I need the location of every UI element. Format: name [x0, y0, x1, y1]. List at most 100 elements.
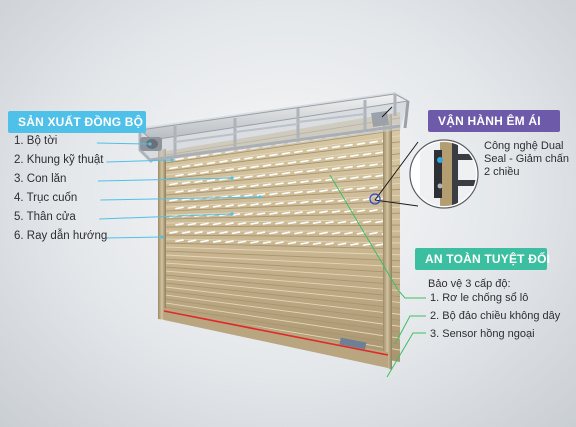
ventilation-slot — [306, 210, 316, 214]
bottom-sensor-line — [163, 310, 389, 356]
ventilation-slot — [187, 206, 197, 209]
safety-item: 1. Rơ le chống sổ lô — [430, 292, 529, 304]
leader-dot — [148, 142, 152, 146]
ventilation-slot — [194, 180, 203, 184]
ventilation-slot — [325, 178, 334, 182]
door-slat — [159, 246, 401, 256]
ventilation-slot — [244, 231, 253, 235]
ventilation-slot — [181, 164, 191, 168]
ventilation-slot — [187, 239, 197, 243]
door-slat — [159, 218, 401, 224]
seal-indicator-icon — [437, 157, 443, 163]
ventilation-slot — [300, 180, 309, 184]
leader-line — [99, 213, 233, 220]
ventilation-slot — [275, 162, 284, 166]
ventilation-slot — [169, 198, 178, 202]
ventilation-slot — [212, 204, 222, 208]
ventilation-slot — [206, 179, 216, 182]
ventilation-slot — [262, 183, 272, 187]
door-slat — [159, 305, 401, 345]
ventilation-slot — [175, 190, 184, 194]
dual-seal-magnifier — [409, 139, 479, 209]
ventilation-slot — [319, 210, 328, 214]
door-slat — [159, 301, 401, 339]
door-slat — [159, 285, 401, 315]
ventilation-slot — [369, 163, 378, 167]
ventilation-slot — [287, 241, 297, 245]
ventilation-slot — [231, 231, 241, 235]
ventilation-slot — [281, 231, 291, 235]
ventilation-slot — [312, 179, 322, 183]
ventilation-slot — [306, 190, 316, 193]
ventilation-slot — [337, 242, 347, 246]
ventilation-slot — [306, 231, 316, 235]
ventilation-slot — [319, 147, 328, 150]
door-slat — [159, 278, 401, 303]
ventilation-slot — [350, 198, 359, 202]
ventilation-slot — [244, 212, 253, 216]
ventilation-slot — [237, 222, 247, 225]
ventilation-slot — [212, 169, 222, 173]
ventilation-slot — [225, 168, 234, 172]
ventilation-slot — [231, 176, 241, 180]
door-slat — [159, 153, 401, 181]
ventilation-slot — [219, 160, 228, 163]
component-item: 1. Bộ tời — [14, 135, 58, 147]
ventilation-slot — [262, 202, 272, 206]
ventilation-slot — [331, 167, 341, 170]
ventilation-slot — [294, 150, 303, 154]
ventilation-slot — [181, 197, 191, 201]
component-item: 6. Ray dẫn hướng — [14, 230, 108, 242]
ventilation-slot — [350, 242, 359, 246]
door-slat — [159, 242, 401, 250]
ventilation-slot — [250, 240, 259, 244]
ventilation-slot — [356, 231, 366, 235]
left-guide-rail — [158, 149, 166, 320]
ventilation-slot — [187, 155, 197, 159]
ventilation-slot — [312, 242, 322, 245]
ventilation-slot — [331, 210, 341, 213]
ventilation-slot — [337, 220, 347, 224]
dual-seal-line: Seal - Giảm chấn — [484, 153, 569, 165]
ventilation-slot — [194, 231, 203, 234]
safety-subtitle: Bảo vệ 3 cấp độ: — [428, 278, 511, 290]
leader-dot — [230, 176, 234, 180]
door-ventilation-slots — [169, 128, 391, 247]
leader-line — [96, 142, 151, 145]
door-slat — [159, 182, 401, 200]
ventilation-slot — [200, 188, 209, 192]
ventilation-slot — [169, 231, 178, 234]
door-slat — [159, 159, 401, 185]
door-slat — [159, 289, 401, 321]
door-slat — [159, 238, 401, 244]
ventilation-slot — [375, 151, 384, 155]
ventilation-slot — [225, 240, 234, 244]
ventilation-slot — [350, 154, 359, 158]
leader-dot — [160, 235, 164, 239]
ventilation-slot — [325, 242, 334, 246]
ventilation-slot — [362, 243, 372, 246]
ventilation-slot — [187, 172, 197, 176]
ventilation-slot — [294, 170, 303, 174]
ventilation-slot — [244, 156, 253, 160]
ventilation-slot — [375, 243, 384, 247]
door-slat — [159, 200, 401, 212]
door-slat — [159, 141, 401, 173]
ventilation-slot — [287, 221, 297, 225]
ventilation-slot — [344, 231, 353, 235]
ventilation-slot — [237, 185, 247, 189]
door-slat — [159, 147, 401, 177]
ventilation-slot — [369, 231, 378, 235]
leader-lines-left — [96, 142, 262, 239]
ventilation-slot — [281, 211, 291, 215]
leader-line — [97, 177, 233, 182]
door-slats — [159, 117, 401, 357]
ventilation-slot — [350, 220, 359, 224]
ventilation-slot — [312, 158, 322, 162]
ventilation-slot — [169, 166, 178, 170]
ventilation-slot — [237, 240, 247, 244]
ventilation-slot — [300, 200, 309, 204]
ventilation-slot — [300, 159, 309, 163]
ventilation-slot — [312, 200, 322, 204]
ventilation-slot — [231, 158, 241, 162]
